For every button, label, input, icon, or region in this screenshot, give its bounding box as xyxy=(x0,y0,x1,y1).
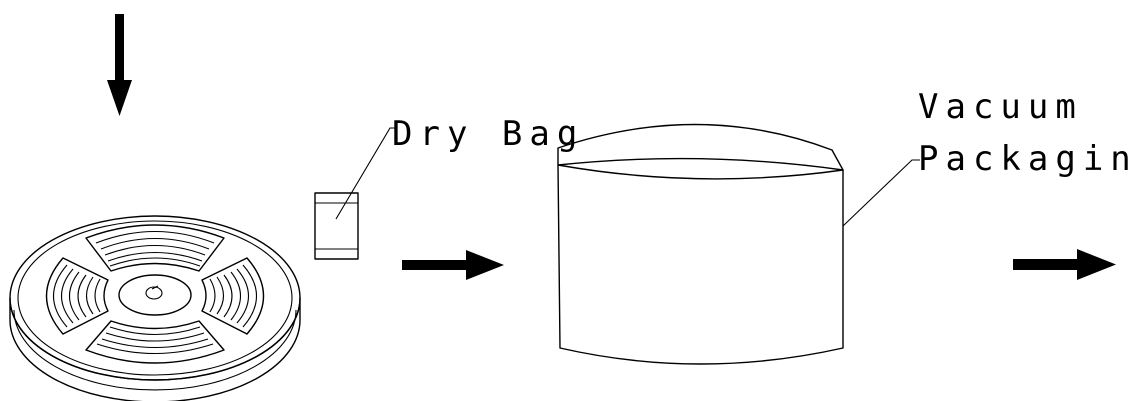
reel-window-bottom xyxy=(85,320,225,364)
reel-window-left xyxy=(45,257,109,335)
reel-window-right xyxy=(201,257,265,335)
vacuum-label-line2: Packaging xyxy=(918,139,1134,179)
dry-bag-icon xyxy=(314,192,359,260)
reel-icon xyxy=(9,215,301,401)
right-arrow-end-icon xyxy=(1013,249,1116,280)
vacuum-packaging-leader-line xyxy=(842,159,920,227)
dry-bag-leader-line xyxy=(335,127,396,220)
dry-bag-label: Dry Bag xyxy=(392,114,584,154)
down-arrow-icon xyxy=(107,14,132,116)
right-arrow-middle-icon xyxy=(402,250,504,280)
vacuum-label-line1: Vacuum xyxy=(918,87,1083,127)
vacuum-package-icon xyxy=(557,123,844,365)
reel-window-top xyxy=(85,224,225,272)
